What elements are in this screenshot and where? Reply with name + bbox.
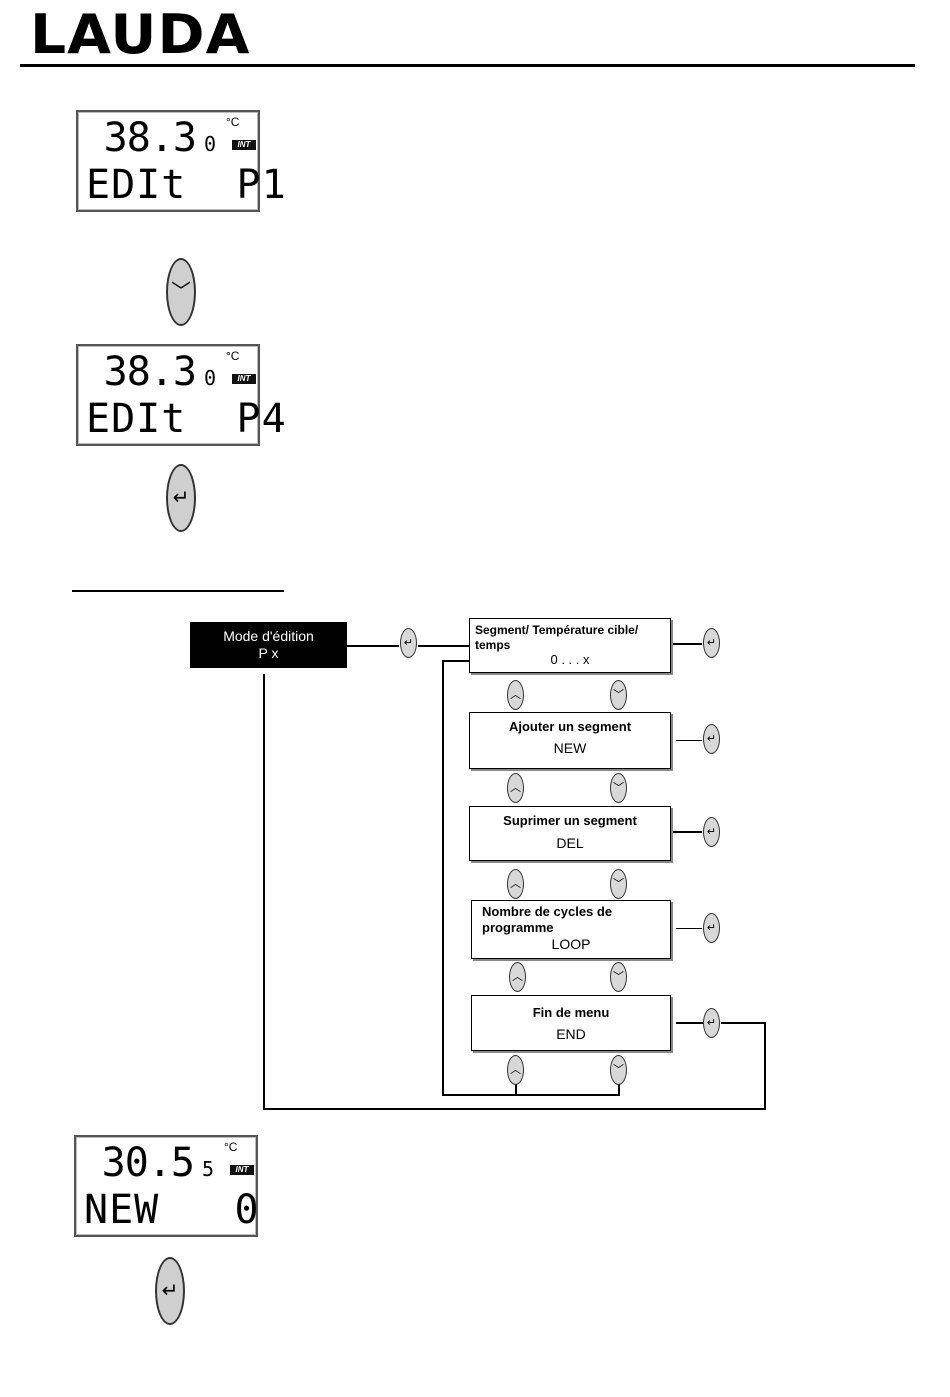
flow-enter-key[interactable]: ↵ [703, 628, 720, 658]
enter-icon: ↵ [707, 734, 716, 745]
lcd-unit: °C [224, 1141, 237, 1153]
flow-down-key[interactable]: ﹀ [610, 680, 627, 710]
lcd-display-new: 30.5 5 °C INT NEW 0 [74, 1135, 258, 1237]
flow-box-segment: Segment/ Température cible/ temps 0 . . … [469, 618, 671, 673]
flow-box-code: NEW [475, 740, 665, 756]
lcd-unit: °C [226, 350, 239, 362]
lcd-line2: EDIt P4 [86, 396, 287, 442]
flow-box-loop: Nombre de cycles de programme LOOP [471, 900, 671, 959]
mode-edition-box: Mode d'édition P x [190, 622, 347, 668]
chevron-up-icon: ︿ [510, 690, 521, 701]
flow-box-code: END [477, 1026, 665, 1042]
mode-line1: Mode d'édition [190, 628, 347, 645]
connector-line [263, 1108, 766, 1110]
connector-line [618, 1084, 620, 1096]
flow-down-key[interactable]: ﹀ [610, 773, 627, 803]
flow-box-add-segment: Ajouter un segment NEW [469, 712, 671, 769]
connector-line [263, 674, 265, 1110]
lcd-int-tag: INT [232, 140, 256, 150]
flow-box-code: 0 . . . x [475, 653, 665, 667]
enter-key[interactable]: ↵ [155, 1257, 185, 1325]
connector-line [418, 645, 470, 647]
enter-icon: ↵ [707, 638, 716, 649]
flow-enter-key[interactable]: ↵ [703, 817, 720, 847]
connector-line [764, 1022, 766, 1110]
section-divider [72, 590, 284, 592]
connector-line [676, 1022, 703, 1024]
flow-up-key[interactable]: ︿ [507, 1055, 524, 1085]
connector-line [672, 831, 702, 833]
connector-line [442, 660, 470, 662]
header-divider [20, 64, 915, 67]
enter-icon: ↵ [707, 1018, 716, 1029]
connector-line [721, 1022, 766, 1024]
flow-down-key[interactable]: ﹀ [610, 869, 627, 899]
connector-line [515, 1084, 517, 1096]
chevron-down-icon: ﹀ [613, 1065, 624, 1076]
chevron-down-icon: ﹀ [171, 282, 191, 302]
lcd-unit: °C [226, 116, 239, 128]
chevron-down-icon: ﹀ [613, 972, 624, 983]
lcd-int-tag: INT [230, 1165, 254, 1175]
lcd-suffix: 5 [202, 1159, 214, 1179]
down-key[interactable]: ﹀ [166, 258, 196, 326]
lcd-suffix: 0 [204, 134, 216, 154]
lcd-suffix: 0 [204, 368, 216, 388]
connector-line [676, 928, 702, 929]
flow-box-code: DEL [475, 835, 665, 851]
lauda-logo: LAUDA [30, 6, 251, 64]
enter-icon: ↵ [707, 923, 716, 934]
chevron-up-icon: ︿ [512, 972, 523, 983]
flow-up-key[interactable]: ︿ [507, 680, 524, 710]
flow-box-title: Ajouter un segment [475, 719, 665, 735]
lcd-temperature: 38.3 [104, 116, 196, 160]
chevron-up-icon: ︿ [510, 1065, 521, 1076]
connector-line [676, 740, 702, 741]
flow-up-key[interactable]: ︿ [507, 869, 524, 899]
flow-up-key[interactable]: ︿ [507, 773, 524, 803]
chevron-up-icon: ︿ [510, 879, 521, 890]
lcd-display-edit-p4: 38.3 0 °C INT EDIt P4 [76, 344, 260, 446]
flow-enter-key[interactable]: ↵ [703, 1008, 720, 1038]
flow-box-title: Segment/ Température cible/ temps [475, 623, 665, 653]
chevron-down-icon: ﹀ [613, 879, 624, 890]
flow-down-key[interactable]: ﹀ [610, 1055, 627, 1085]
flow-box-end: Fin de menu END [471, 995, 671, 1051]
mode-line2: P x [190, 645, 347, 662]
lcd-display-edit-p1: 38.3 0 °C INT EDIt P1 [76, 110, 260, 212]
flow-box-title: Nombre de cycles de programme [482, 904, 642, 936]
flow-enter-key[interactable]: ↵ [400, 628, 417, 658]
lcd-line2: EDIt P1 [86, 162, 287, 208]
enter-icon: ↵ [162, 1281, 179, 1301]
lcd-int-tag: INT [232, 374, 256, 384]
enter-icon: ↵ [404, 638, 413, 649]
connector-line [442, 1094, 620, 1096]
flow-box-title: Fin de menu [477, 1005, 665, 1021]
flow-down-key[interactable]: ﹀ [610, 962, 627, 992]
lcd-line2: NEW 0 [84, 1187, 260, 1233]
chevron-down-icon: ﹀ [613, 783, 624, 794]
flow-box-title: Suprimer un segment [475, 813, 665, 829]
enter-icon: ↵ [173, 488, 190, 508]
flow-enter-key[interactable]: ↵ [703, 913, 720, 943]
enter-key[interactable]: ↵ [166, 464, 196, 532]
enter-icon: ↵ [707, 827, 716, 838]
lcd-temperature: 38.3 [104, 350, 196, 394]
connector-line [347, 645, 399, 647]
lcd-temperature: 30.5 [102, 1141, 194, 1185]
flow-box-code: LOOP [482, 936, 660, 952]
flow-enter-key[interactable]: ↵ [703, 724, 720, 754]
connector-line [442, 660, 444, 1096]
flow-up-key[interactable]: ︿ [509, 962, 526, 992]
chevron-down-icon: ﹀ [613, 690, 624, 701]
chevron-up-icon: ︿ [510, 783, 521, 794]
flow-box-delete-segment: Suprimer un segment DEL [469, 806, 671, 861]
connector-line [672, 643, 702, 645]
